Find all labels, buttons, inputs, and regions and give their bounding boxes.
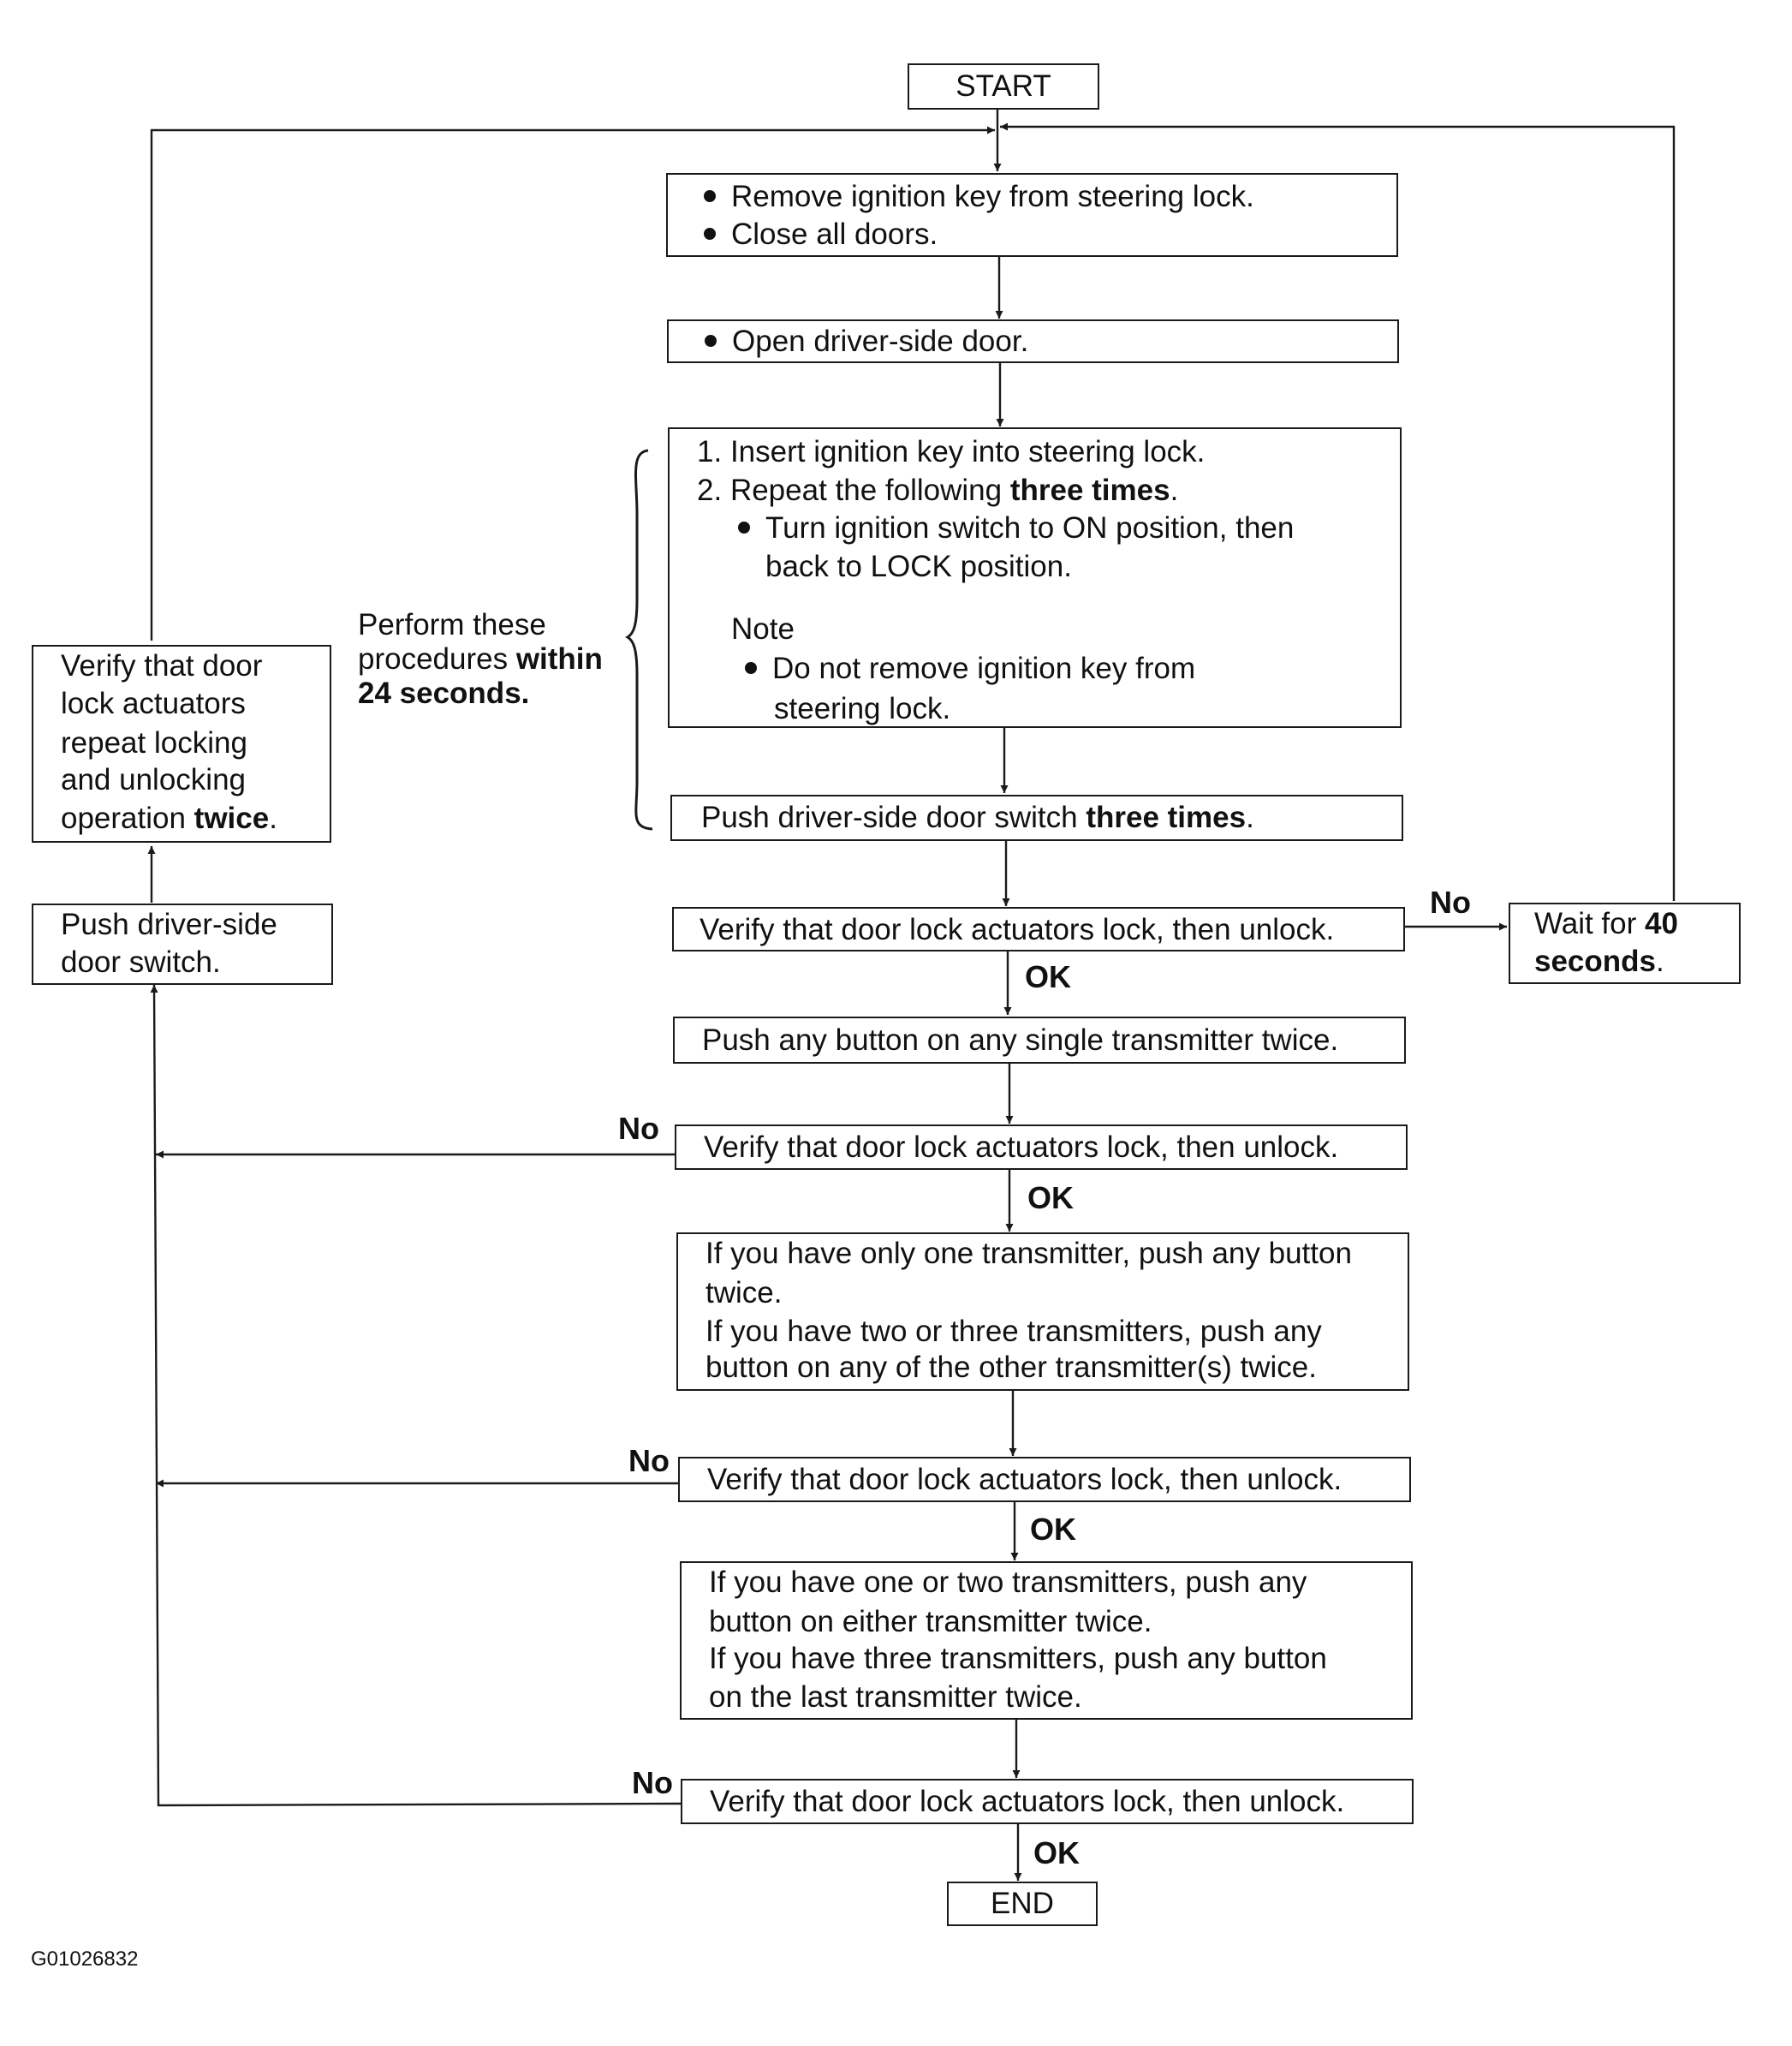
step5-text: Push any button on any single transmitte… bbox=[702, 1023, 1339, 1057]
end-terminal: END bbox=[947, 1882, 1098, 1926]
verify-box-1: Verify that door lock actuators lock, th… bbox=[672, 907, 1405, 951]
wait-line-2: seconds. bbox=[1534, 945, 1664, 978]
time-limit-line-1: Perform these bbox=[358, 608, 546, 641]
start-label: START bbox=[956, 69, 1051, 103]
step1-item-2: Close all doors. bbox=[704, 215, 938, 254]
wait-box: Wait for 40 seconds. bbox=[1509, 903, 1741, 984]
brace bbox=[624, 449, 653, 831]
step7-line-3: If you have three transmitters, push any… bbox=[709, 1642, 1327, 1675]
step3-line-2: 2. Repeat the following three times. bbox=[697, 474, 1179, 507]
step-other-transmitter-box: If you have only one transmitter, push a… bbox=[676, 1232, 1409, 1391]
no-label-4: No bbox=[632, 1765, 673, 1800]
repeat-line-2: lock actuators bbox=[61, 687, 246, 720]
time-limit-line-3: 24 seconds. bbox=[358, 677, 530, 710]
step2-item: Open driver-side door. bbox=[705, 322, 1028, 361]
no-label-2: No bbox=[618, 1111, 659, 1146]
verify-box-4: Verify that door lock actuators lock, th… bbox=[681, 1779, 1414, 1824]
step7-line-4: on the last transmitter twice. bbox=[709, 1680, 1082, 1714]
line-verify4-no bbox=[150, 984, 682, 1807]
end-label: END bbox=[991, 1887, 1054, 1920]
bullet-icon bbox=[704, 189, 716, 202]
verify-box-2: Verify that door lock actuators lock, th… bbox=[675, 1124, 1408, 1170]
repeat-line-1: Verify that door bbox=[61, 649, 263, 683]
figure-code: G01026832 bbox=[31, 1948, 139, 1971]
step-last-transmitter-box: If you have one or two transmitters, pus… bbox=[680, 1561, 1413, 1720]
repeat-line-4: and unlocking bbox=[61, 763, 246, 796]
verify-text-4: Verify that door lock actuators lock, th… bbox=[710, 1785, 1345, 1818]
note-line-1: Do not remove ignition key from bbox=[745, 649, 1195, 689]
step6-line-1: If you have only one transmitter, push a… bbox=[705, 1237, 1352, 1270]
left-push-line-2: door switch. bbox=[61, 945, 221, 979]
repeat-line-3: repeat locking bbox=[61, 726, 247, 760]
ok-label-2: OK bbox=[1027, 1180, 1074, 1215]
no-label-1: No bbox=[1430, 885, 1471, 920]
step7-line-2: button on either transmitter twice. bbox=[709, 1605, 1152, 1638]
note-line-2: steering lock. bbox=[774, 692, 951, 725]
bullet-icon bbox=[704, 227, 716, 240]
verify-text-2: Verify that door lock actuators lock, th… bbox=[704, 1130, 1339, 1164]
start-terminal: START bbox=[908, 63, 1099, 110]
step-push-switch-box: Push driver-side door switch three times… bbox=[670, 795, 1403, 841]
verify-box-3: Verify that door lock actuators lock, th… bbox=[678, 1457, 1411, 1502]
bullet-icon bbox=[745, 661, 757, 674]
repeat-line-5: operation twice. bbox=[61, 802, 277, 835]
step3-sub-2: back to LOCK position. bbox=[765, 550, 1072, 583]
bullet-icon bbox=[738, 521, 750, 534]
no-label-3: No bbox=[628, 1443, 670, 1478]
verify-text-1: Verify that door lock actuators lock, th… bbox=[700, 913, 1335, 946]
step6-line-2: twice. bbox=[705, 1276, 783, 1309]
loop-line-left bbox=[150, 126, 995, 641]
time-limit-note: Perform these procedures within 24 secon… bbox=[358, 608, 603, 711]
ok-label-4: OK bbox=[1033, 1835, 1080, 1870]
bullet-icon bbox=[705, 334, 717, 347]
step6-line-3: If you have two or three transmitters, p… bbox=[705, 1315, 1322, 1348]
step7-line-1: If you have one or two transmitters, pus… bbox=[709, 1566, 1307, 1599]
step3-sub-1: Turn ignition switch to ON position, the… bbox=[738, 509, 1294, 548]
left-push-switch-box: Push driver-side door switch. bbox=[32, 904, 333, 985]
note-title: Note bbox=[731, 612, 795, 646]
left-push-line-1: Push driver-side bbox=[61, 908, 277, 941]
ok-label-3: OK bbox=[1030, 1512, 1076, 1547]
verify-text-3: Verify that door lock actuators lock, th… bbox=[707, 1463, 1343, 1496]
time-limit-line-2: procedures within bbox=[358, 642, 603, 676]
repeat-verify-box: Verify that door lock actuators repeat l… bbox=[32, 645, 331, 843]
step-remove-key-box: Remove ignition key from steering lock. … bbox=[666, 173, 1398, 257]
step3-line-1: 1. Insert ignition key into steering loc… bbox=[697, 435, 1206, 468]
step1-item-1: Remove ignition key from steering lock. bbox=[704, 177, 1254, 217]
step6-line-4: button on any of the other transmitter(s… bbox=[705, 1351, 1317, 1384]
wait-line-1: Wait for 40 bbox=[1534, 907, 1678, 940]
step-single-transmitter-box: Push any button on any single transmitte… bbox=[673, 1017, 1406, 1064]
step-insert-key-box: 1. Insert ignition key into steering loc… bbox=[668, 427, 1402, 728]
step-open-door-box: Open driver-side door. bbox=[667, 319, 1399, 363]
ok-label-1: OK bbox=[1025, 959, 1071, 994]
loop-line-right bbox=[1000, 122, 1676, 901]
step4-text: Push driver-side door switch three times… bbox=[701, 801, 1254, 834]
